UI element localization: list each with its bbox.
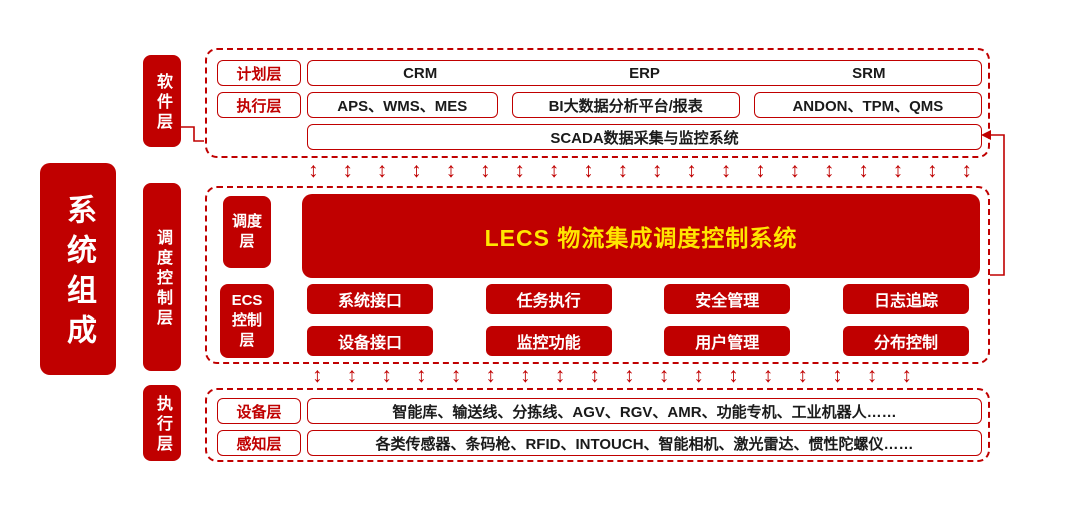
exec-item-andon-tpm-qms: ANDON、TPM、QMS [753, 92, 982, 118]
scada-system-box: SCADA数据采集与监控系统 [307, 124, 982, 150]
plan-layer-items-box: CRM ERP SRM [307, 60, 982, 86]
lecs-system-box: LECS 物流集成调度控制系统 [302, 194, 980, 278]
lecs-system-title: LECS 物流集成调度控制系统 [484, 225, 798, 251]
module-monitoring-function: 监控功能 [485, 326, 612, 356]
software-layer-connector [181, 126, 204, 142]
module-log-tracing: 日志追踪 [842, 284, 969, 314]
module-system-interface: 系统接口 [307, 284, 433, 314]
sense-layer-items: 各类传感器、条码枪、RFID、INTOUCH、智能相机、激光雷达、惯性陀螺仪…… [307, 430, 982, 456]
ecs-control-layer-label: ECS控制层 [220, 284, 274, 358]
plan-item-srm: SRM [852, 64, 886, 82]
side-label-execution-text: 执行层 [154, 395, 171, 455]
side-label-software-text: 软件层 [154, 73, 171, 133]
module-distributed-control: 分布控制 [842, 326, 969, 356]
sense-layer-label: 感知层 [217, 430, 301, 456]
module-task-execution: 任务执行 [485, 284, 612, 314]
ecs-module-row-1: 系统接口 任务执行 安全管理 日志追踪 [307, 284, 969, 314]
module-security-management: 安全管理 [664, 284, 791, 314]
exec-item-aps-wms-mes: APS、WMS、MES [307, 92, 498, 118]
scada-feedback-connector [990, 134, 1005, 276]
diagram-title: 系统组成 [62, 194, 95, 354]
dispatch-layer-label-text: 调度层 [231, 212, 262, 250]
module-user-management: 用户管理 [664, 326, 791, 356]
side-label-dispatch-control-layer: 调度控制层 [143, 183, 181, 371]
side-label-execution-layer: 执行层 [143, 385, 181, 461]
dispatch-control-section: 调度层 LECS 物流集成调度控制系统 ECS控制层 系统接口 任务执行 安全管… [205, 186, 990, 364]
exec-sublayer-items-row: APS、WMS、MES BI大数据分析平台/报表 ANDON、TPM、QMS [307, 92, 982, 118]
ecs-module-row-2: 设备接口 监控功能 用户管理 分布控制 [307, 326, 969, 356]
ecs-control-layer-label-text: ECS控制层 [231, 291, 263, 350]
flow-arrows-top: ↕↕↕↕↕↕↕↕↕↕↕↕↕↕↕↕↕↕↕↕ [308, 158, 972, 182]
flow-arrows-bottom: ↕↕↕↕↕↕↕↕↕↕↕↕↕↕↕↕↕↕ [312, 363, 912, 387]
plan-item-crm: CRM [403, 64, 438, 82]
dispatch-layer-label: 调度层 [223, 196, 271, 268]
diagram-title-block: 系统组成 [40, 163, 116, 375]
device-layer-items: 智能库、输送线、分拣线、AGV、RGV、AMR、功能专机、工业机器人…… [307, 398, 982, 424]
execution-layer-section: 设备层 智能库、输送线、分拣线、AGV、RGV、AMR、功能专机、工业机器人……… [205, 388, 990, 462]
exec-item-bi-platform: BI大数据分析平台/报表 [511, 92, 740, 118]
side-label-software-layer: 软件层 [143, 55, 181, 147]
device-layer-label: 设备层 [217, 398, 301, 424]
plan-item-erp: ERP [629, 64, 660, 82]
plan-layer-label: 计划层 [217, 60, 301, 86]
side-label-dispatch-text: 调度控制层 [154, 229, 171, 329]
exec-sublayer-label: 执行层 [217, 92, 301, 118]
module-device-interface: 设备接口 [307, 326, 433, 356]
software-layer-section: 计划层 CRM ERP SRM 执行层 APS、WMS、MES BI大数据分析平… [205, 48, 990, 158]
